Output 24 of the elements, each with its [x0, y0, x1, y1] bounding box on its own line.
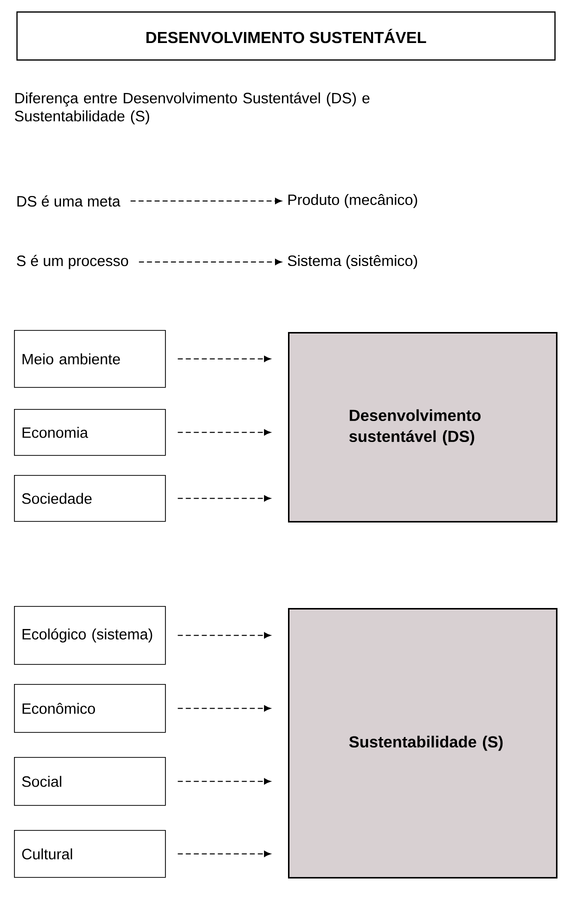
- arrow: [177, 850, 271, 857]
- arrow: [177, 632, 271, 638]
- arrow: [138, 258, 282, 266]
- term-text: Produto (mecânico): [288, 194, 418, 208]
- aspect-box: Ecológico (sistema): [14, 606, 166, 665]
- concept-box: Desenvolvimento sustentável (DS): [288, 332, 558, 522]
- arrow: [177, 705, 271, 712]
- aspect-box: Sociedade: [14, 475, 166, 522]
- intro-text: Diferença entre Desenvolvimento Sustentável (DS) e Sustentabilidade (S): [14, 92, 370, 124]
- term-text: S é um processo: [16, 254, 128, 270]
- arrow: [177, 495, 271, 502]
- aspect-box: Meio ambiente: [14, 330, 166, 388]
- aspect-box: Economia: [14, 409, 166, 456]
- concept-box: Sustentabilidade (S): [288, 608, 558, 878]
- aspect-box: Social: [14, 757, 166, 806]
- aspect-box: Econômico: [14, 684, 166, 733]
- aspect-box: Cultural: [14, 830, 166, 878]
- term-text: DS é uma meta: [17, 195, 120, 207]
- arrow: [177, 778, 271, 784]
- arrow: [130, 198, 282, 204]
- title-box: DESENVOLVIMENTO SUSTENTÁVEL: [16, 11, 556, 61]
- arrow: [177, 356, 271, 362]
- arrow: [177, 429, 271, 436]
- term-text: Sistema (sistêmico): [288, 255, 418, 270]
